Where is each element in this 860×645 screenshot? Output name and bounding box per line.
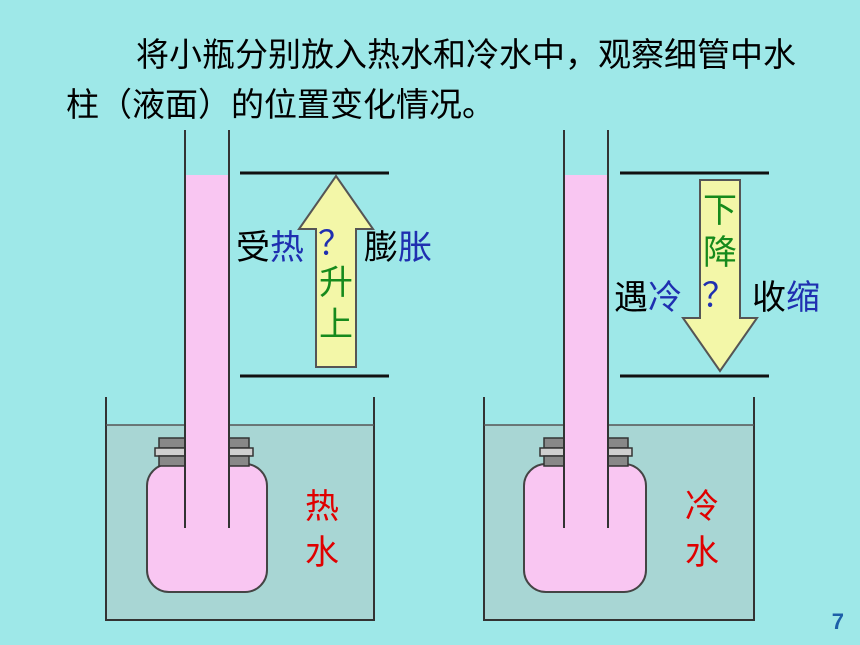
cold-water-char-1: 冷	[685, 487, 719, 527]
cold-beaker-outline	[483, 397, 755, 621]
fall-arrow-text: 下 降	[700, 190, 740, 274]
instruction-text: 将小瓶分别放入热水和冷水中，观察细管中水柱（液面）的位置变化情况。	[66, 35, 796, 124]
hot-water-char-2: 水	[305, 533, 339, 573]
hot-water-char-1: 热	[305, 487, 339, 527]
cooled-question-mark: ？	[702, 276, 736, 316]
hot-water-setup	[105, 130, 389, 621]
rise-arrow	[297, 174, 375, 368]
cold-tube-liquid	[565, 175, 607, 528]
contract-char-2: 缩	[786, 278, 820, 318]
heated-question-mark: ？	[318, 224, 352, 264]
cold-water-label: 冷 水	[682, 484, 722, 576]
fall-char-2: 降	[703, 233, 737, 273]
cooled-key: 冷	[648, 278, 682, 318]
cold-water-char-2: 水	[685, 533, 719, 573]
contract-char-1: 收	[752, 278, 786, 318]
rise-arrow-text: 升 上	[316, 262, 356, 346]
expand-label: 膨胀	[364, 228, 432, 268]
contract-label: 收缩	[752, 278, 820, 318]
hot-tube-liquid	[186, 175, 228, 528]
heated-label: 受热	[236, 228, 304, 268]
fall-arrow	[681, 179, 759, 373]
expand-char-2: 胀	[398, 228, 432, 268]
cold-water-setup	[483, 130, 769, 621]
heated-prefix: 受	[236, 228, 270, 268]
rise-char-1: 升	[319, 263, 353, 303]
cooled-prefix: 遇	[614, 278, 648, 318]
heated-key: 热	[270, 228, 304, 268]
hot-water-label: 热 水	[302, 484, 342, 576]
rise-char-2: 上	[319, 305, 353, 345]
expand-char-1: 膨	[364, 228, 398, 268]
cooled-label: 遇冷	[614, 278, 682, 318]
fall-char-1: 下	[703, 191, 737, 231]
page-number: 7	[831, 609, 844, 634]
hot-beaker-outline	[105, 397, 375, 621]
